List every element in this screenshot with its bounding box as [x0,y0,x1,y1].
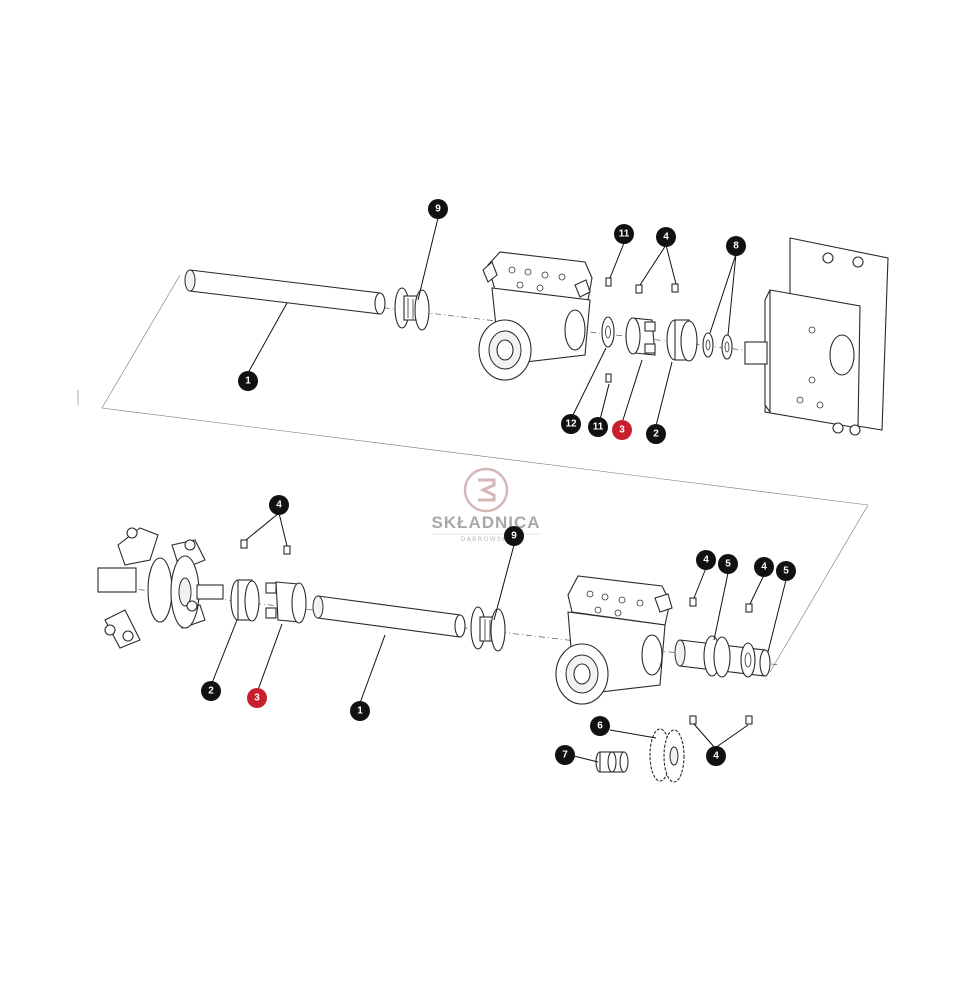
bottom-callout-7: 7 [555,745,575,765]
top-motor-housing-part [744,237,889,436]
bottom-assembly: 4 9 4 5 4 5 2 3 1 6 7 4 [97,495,796,783]
top-assembly: 9 11 4 8 1 12 11 3 2 [184,199,889,444]
top-washers-part [702,332,733,360]
svg-text:8: 8 [733,241,739,252]
top-setscrew-parts [635,283,679,294]
svg-text:4: 4 [761,562,767,573]
bottom-callout-2: 2 [201,681,221,701]
top-callout-3: 3 [612,420,632,440]
watermark-brand: SKŁADNICA [431,513,540,532]
bottom-right-setscrew-parts [689,597,753,725]
svg-text:4: 4 [713,751,719,762]
assembly-frame [77,274,869,673]
svg-text:1: 1 [357,706,363,717]
top-pin-parts [605,277,612,383]
svg-text:11: 11 [619,229,630,240]
svg-text:7: 7 [562,750,568,761]
bottom-hub-part [470,606,506,652]
watermark-logo: SKŁADNICA DĄBROWSKI [431,467,541,543]
svg-text:3: 3 [254,693,260,704]
bottom-callout-6: 6 [590,716,610,736]
bottom-callout-4-lower: 4 [706,746,726,766]
bottom-callout-4-upper-b: 4 [754,557,774,577]
top-callout-2: 2 [646,424,666,444]
bottom-sprocket-shaft-part [674,635,771,678]
svg-text:9: 9 [511,531,517,542]
top-leader-lines [247,217,737,427]
bottom-callout-1: 1 [350,701,370,721]
svg-text:4: 4 [703,555,709,566]
bottom-callout-4-left: 4 [269,495,289,515]
top-coupling-claw-part [625,317,656,356]
top-hub-part [394,287,430,331]
svg-text:12: 12 [565,419,577,430]
top-callout-11-upper: 11 [614,224,634,244]
svg-text:11: 11 [593,422,604,433]
svg-text:3: 3 [619,425,625,436]
bottom-leader-lines [211,512,787,763]
top-coupling-part [666,319,698,362]
bottom-double-sprocket-part [649,728,685,783]
bottom-coupling-part [230,579,260,622]
bottom-pto-flange-part [97,527,224,649]
bottom-callout-4-upper-a: 4 [696,550,716,570]
bottom-chain-coupler-part [595,751,629,773]
top-callout-9: 9 [428,199,448,219]
top-gearbox-part [478,251,593,381]
top-washer-part [601,316,615,348]
svg-text:1: 1 [245,376,251,387]
bottom-callout-3: 3 [247,688,267,708]
watermark-emblem-icon [463,467,509,513]
svg-text:2: 2 [208,686,214,697]
top-callout-1: 1 [238,371,258,391]
svg-text:5: 5 [725,559,731,570]
svg-text:4: 4 [663,232,669,243]
top-callout-12: 12 [561,414,581,434]
bottom-shaft-part [312,595,466,638]
watermark-sub: DĄBROWSKI [461,537,511,543]
svg-text:9: 9 [435,204,441,215]
top-callout-11-lower: 11 [588,417,608,437]
svg-text:2: 2 [653,429,659,440]
svg-text:4: 4 [276,500,282,511]
top-callout-8: 8 [726,236,746,256]
top-shaft-part [184,269,386,315]
bottom-setscrew-parts [240,539,291,555]
top-callout-4: 4 [656,227,676,247]
bottom-callout-5-a: 5 [718,554,738,574]
svg-text:5: 5 [783,566,789,577]
svg-text:6: 6 [597,721,603,732]
bottom-callout-5-b: 5 [776,561,796,581]
bottom-gearbox-part [555,575,673,705]
bottom-coupling-claw-part [265,581,307,624]
bottom-callout-9: 9 [504,526,524,546]
